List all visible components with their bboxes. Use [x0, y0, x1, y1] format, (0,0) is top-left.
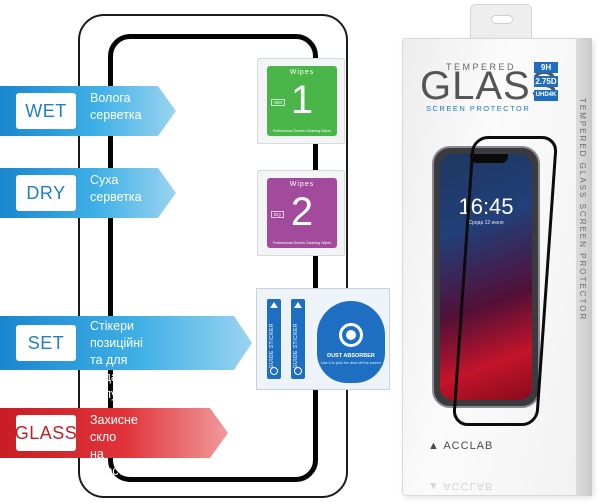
step-glass-description: Захисне скло на жорсткій основі [90, 413, 140, 495]
brand-logo: ▲ ACCLAB [428, 440, 493, 452]
step-glass-tag: GLASS [15, 415, 77, 451]
wipe-type: Dry [271, 211, 284, 218]
phone-notch [470, 154, 508, 163]
spec-badge-hardness: 9H [534, 62, 558, 73]
dust-absorber-title: DUST ABSORBER [327, 353, 375, 359]
step-set-description: Стікери позиційні та для видалення пилу [90, 319, 153, 401]
arrow-up-icon [270, 302, 278, 308]
wipe-word: Wipes [289, 181, 315, 188]
guide-sticker: GUIDE STICKER [291, 299, 305, 379]
dust-absorber-subtitle: Use it to pick the dust off the screen [320, 361, 382, 365]
spec-badge-uhd: UHD4K [534, 90, 558, 101]
step-dry-tag: DRY [16, 175, 76, 211]
brand-logo-reflection: ▲ ACCLAB [428, 480, 493, 492]
wet-wipe-label: Wipes 1 Wet Professional Screen Cleaning… [267, 66, 337, 136]
sticker-sheet: GUIDE STICKER GUIDE STICKER DUST ABSORBE… [256, 288, 390, 390]
box-side-text: TEMPERED GLASS SCREEN PROTECTOR [578, 98, 587, 322]
wipe-word: Wipes [289, 69, 315, 76]
brand-name: ACCLAB [443, 440, 494, 452]
dry-wipe-label: Wipes 2 Dry Professional Screen Cleaning… [267, 178, 337, 248]
phone-image: 16:45 Среда 12 июня [432, 146, 540, 408]
target-icon [339, 323, 363, 347]
product-box-side: TEMPERED GLASS SCREEN PROTECTOR [576, 38, 592, 496]
dry-wipe-packet: Wipes 2 Dry Professional Screen Cleaning… [257, 170, 345, 256]
brand-name-reflection: ACCLAB [443, 480, 494, 492]
wipe-footer: Professional Screen Cleaning Wipes [272, 241, 332, 245]
box-screen-protector-text: SCREEN PROTECTOR [426, 104, 531, 113]
wipe-type: Wet [271, 99, 285, 106]
step-wet-tag: WET [16, 93, 76, 129]
wet-wipe-packet: Wipes 1 Wet Professional Screen Cleaning… [257, 58, 345, 144]
step-dry-description: Суха серветка [90, 173, 142, 204]
guide-sticker: GUIDE STICKER [267, 299, 281, 379]
wipe-footer: Professional Screen Cleaning Wipes [272, 129, 332, 133]
circle-icon [270, 367, 278, 375]
step-set-tag: SET [16, 325, 76, 361]
triangle-logo-icon: ▲ [428, 480, 444, 492]
step-wet-description: Волога серветка [90, 91, 142, 122]
phone-date: Среда 12 июня [468, 220, 504, 226]
dust-absorber-sticker: DUST ABSORBER Use it to pick the dust of… [317, 301, 385, 383]
guide-sticker-label: GUIDE STICKER [269, 323, 275, 369]
arrow-up-icon [294, 302, 302, 308]
triangle-logo-icon: ▲ [428, 440, 444, 452]
wipe-number: 2 [290, 190, 314, 234]
phone-screen: 16:45 Среда 12 июня [440, 154, 532, 400]
target-dot-icon [346, 330, 356, 340]
box-hanger [470, 4, 532, 44]
hang-hole [491, 15, 513, 24]
wipe-number: 1 [290, 78, 314, 122]
box-tempered-text: TEMPERED [446, 62, 517, 72]
guide-sticker-label: GUIDE STICKER [293, 323, 299, 369]
phone-clock: 16:45 [458, 194, 514, 219]
spec-badge-edge: 2.75D [534, 76, 558, 87]
circle-icon [294, 367, 302, 375]
glass-protector-black-frame [108, 34, 318, 482]
